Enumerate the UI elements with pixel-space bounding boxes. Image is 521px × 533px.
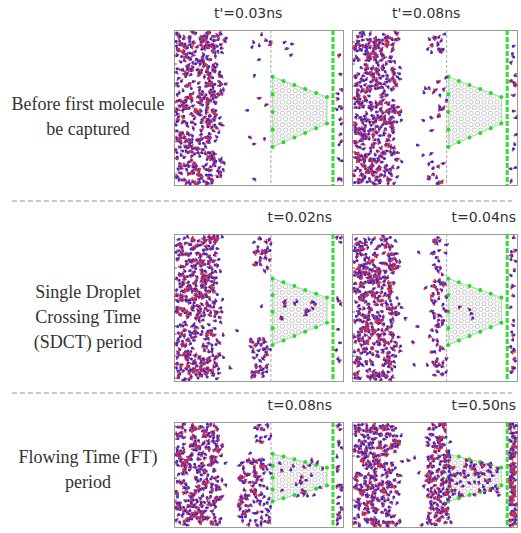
funnel-atoms: [271, 75, 329, 149]
axis-ticks: [352, 246, 355, 378]
simulation-panel: t'=0.03ns: [174, 30, 344, 186]
separator-line: [12, 201, 512, 202]
funnel-outline: [448, 77, 501, 147]
nanotube-lattice: [270, 273, 330, 345]
panel-frame: [175, 423, 344, 528]
md-snapshot: [174, 30, 344, 186]
nanotube-lattice: [270, 71, 330, 149]
time-label: t=0.02ns: [267, 209, 332, 225]
water-oxygen: [353, 235, 518, 381]
funnel-atoms: [271, 452, 329, 504]
water-hydrogen: [174, 30, 344, 186]
membrane-wall: [506, 422, 509, 528]
funnel-outline: [273, 77, 327, 147]
water-oxygen: [175, 423, 344, 527]
time-label: t'=0.03ns: [214, 5, 282, 21]
panel-frame: [353, 235, 518, 382]
boundary-line: [270, 234, 271, 382]
funnel-outline: [273, 278, 327, 345]
md-snapshot: [352, 234, 518, 382]
simulation-panel: t=0.04ns: [352, 234, 518, 382]
time-label: t=0.08ns: [267, 397, 332, 413]
water-hydrogen: [352, 30, 518, 186]
row-label: Flowing Time (FT) period: [6, 445, 170, 495]
simulation-panel: t'=0.08ns: [352, 30, 518, 186]
water-hydrogen: [352, 422, 518, 528]
boundary-line: [446, 30, 447, 186]
row-label: Before first molecule be captured: [6, 92, 170, 142]
time-label: t=0.50ns: [451, 397, 516, 413]
water-hydrogen: [352, 235, 517, 382]
water-hydrogen: [174, 234, 343, 382]
membrane-wall: [331, 30, 334, 186]
funnel-atoms: [446, 276, 503, 347]
time-label: t=0.04ns: [451, 209, 516, 225]
nanotube-lattice: [446, 71, 506, 149]
funnel-atoms: [271, 276, 329, 347]
simulation-panel: t=0.08ns: [174, 422, 344, 528]
time-label: t'=0.08ns: [392, 5, 460, 21]
funnel-outline: [448, 278, 501, 345]
water-oxygen: [175, 31, 344, 186]
membrane-wall: [331, 422, 334, 528]
water-hydrogen: [174, 422, 343, 527]
md-snapshot: [174, 234, 344, 382]
md-snapshot: [174, 422, 344, 528]
funnel-atoms: [446, 75, 503, 149]
membrane-wall: [331, 234, 334, 382]
md-snapshot: [352, 422, 518, 528]
membrane-wall: [506, 30, 509, 186]
boundary-line: [270, 30, 271, 186]
simulation-panel: t=0.50ns: [352, 422, 518, 528]
membrane-wall: [506, 234, 509, 382]
separator-line: [12, 393, 512, 394]
nanotube-lattice: [446, 273, 506, 345]
row-label: Single Droplet Crossing Time (SDCT) peri…: [6, 280, 170, 355]
md-snapshot: [352, 30, 518, 186]
simulation-panel: t=0.02ns: [174, 234, 344, 382]
panel-frame: [175, 31, 344, 186]
panel-frame: [353, 31, 518, 186]
